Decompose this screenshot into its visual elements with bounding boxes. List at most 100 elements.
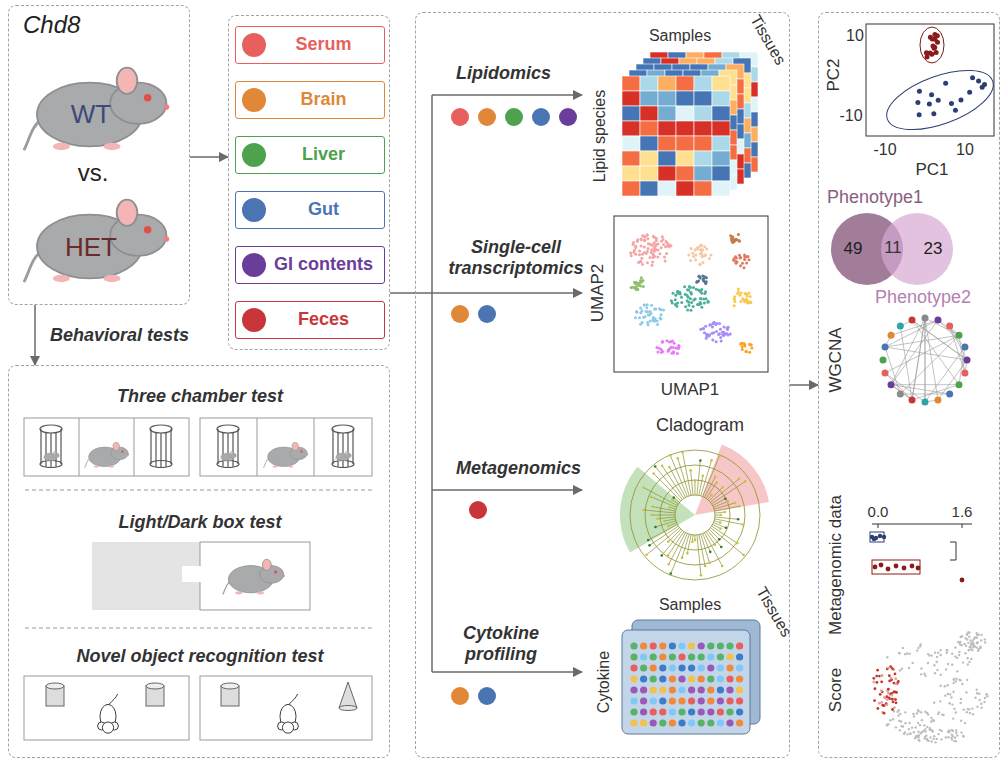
plate-well bbox=[736, 686, 743, 693]
plate-well bbox=[736, 697, 743, 704]
umap-dot bbox=[690, 247, 693, 250]
figure-label: UMAP2 bbox=[589, 264, 608, 323]
plate-well bbox=[678, 675, 685, 682]
three-chamber-figure bbox=[200, 418, 372, 476]
score-dot bbox=[976, 646, 978, 648]
tissue-label: GI contents bbox=[274, 247, 373, 282]
score-dot bbox=[878, 675, 881, 678]
umap-dot bbox=[646, 250, 649, 253]
score-dot bbox=[972, 646, 974, 648]
score-dot bbox=[955, 711, 957, 713]
heatmap-cell bbox=[712, 181, 730, 196]
cladogram-node bbox=[727, 500, 730, 503]
umap-dot bbox=[641, 253, 644, 256]
score-dot bbox=[904, 653, 906, 655]
heatmap-cell bbox=[640, 106, 658, 121]
plate-well bbox=[678, 697, 685, 704]
score-dot bbox=[960, 636, 962, 638]
score-dot bbox=[952, 717, 954, 719]
umap-dot bbox=[749, 343, 752, 346]
score-dot bbox=[975, 689, 977, 691]
plate-well bbox=[669, 686, 676, 693]
score-dot bbox=[899, 713, 901, 715]
panel-text: Novel object recognition test bbox=[9, 646, 391, 667]
umap-dot bbox=[684, 305, 687, 308]
cytokine-plate bbox=[622, 630, 750, 734]
score-dot bbox=[961, 644, 963, 646]
network-node bbox=[955, 381, 962, 388]
heatmap-cell bbox=[658, 91, 676, 106]
cladogram-branch bbox=[715, 506, 740, 511]
umap-dot bbox=[711, 325, 714, 328]
novel-object-figure bbox=[200, 676, 372, 740]
cladogram-node bbox=[642, 509, 645, 512]
heatmap-cell bbox=[658, 181, 676, 196]
figure-label: Samples bbox=[659, 596, 721, 614]
umap-dot bbox=[741, 348, 744, 351]
cladogram-node bbox=[714, 543, 717, 546]
plate-well bbox=[678, 653, 685, 660]
plate-well bbox=[707, 664, 714, 671]
score-dot bbox=[886, 723, 888, 725]
plate-well bbox=[650, 664, 657, 671]
tissue-dots bbox=[478, 687, 496, 705]
score-dot bbox=[892, 718, 894, 720]
metagenomic-point bbox=[879, 563, 884, 568]
method-trunk bbox=[432, 671, 582, 673]
cladogram-node bbox=[667, 525, 670, 528]
umap-dot bbox=[727, 326, 730, 329]
score-dot bbox=[951, 653, 953, 655]
umap-dot bbox=[661, 340, 664, 343]
plate-well bbox=[640, 664, 647, 671]
three-chamber-figure bbox=[24, 418, 189, 476]
score-dot bbox=[965, 691, 967, 693]
umap-dot bbox=[668, 243, 671, 246]
group-panel: Chd8WTvs.HET bbox=[8, 5, 190, 305]
score-dot bbox=[918, 739, 920, 741]
network-edge bbox=[925, 318, 926, 402]
umap-dot bbox=[662, 238, 665, 241]
plate-well bbox=[726, 653, 733, 660]
score-dot bbox=[937, 733, 939, 735]
score-dot bbox=[936, 738, 938, 740]
umap-dot bbox=[711, 339, 714, 342]
umap-dot bbox=[749, 301, 752, 304]
score-dot bbox=[974, 636, 976, 638]
umap-dot bbox=[655, 243, 658, 246]
score-dot bbox=[978, 693, 980, 695]
score-dot bbox=[920, 673, 922, 675]
umap-dot bbox=[707, 300, 710, 303]
novel-object-figure bbox=[46, 683, 64, 689]
figure-label: 10 bbox=[846, 27, 864, 45]
score-dot bbox=[924, 736, 926, 738]
score-dot bbox=[963, 708, 965, 710]
umap-dot bbox=[639, 323, 642, 326]
cladogram-node bbox=[708, 562, 711, 565]
heatmap-cell bbox=[694, 106, 712, 121]
pca-point bbox=[949, 101, 954, 106]
network-node bbox=[922, 399, 929, 406]
mouse-figures bbox=[24, 200, 169, 283]
venn-text: 23 bbox=[924, 239, 943, 259]
umap-dot bbox=[640, 276, 643, 279]
umap-dot bbox=[689, 259, 692, 262]
mouse-figures bbox=[24, 68, 169, 283]
umap-dot bbox=[694, 248, 697, 251]
umap-dot bbox=[659, 317, 662, 320]
score-dot bbox=[933, 735, 935, 737]
umap-dot bbox=[694, 258, 697, 261]
score-dot bbox=[965, 637, 967, 639]
score-dot bbox=[940, 654, 942, 656]
umap-dot bbox=[687, 254, 690, 257]
plate-well bbox=[717, 686, 724, 693]
umap-dot bbox=[653, 236, 656, 239]
cladogram-branch bbox=[669, 467, 685, 497]
heatmap-cell bbox=[622, 91, 640, 106]
score-dot bbox=[913, 715, 915, 717]
umap-dot bbox=[703, 275, 706, 278]
cladogram-node bbox=[721, 486, 724, 489]
umap-dot bbox=[703, 245, 706, 248]
score-dot bbox=[921, 719, 923, 721]
three-chamber-figure bbox=[134, 418, 135, 476]
pca-point bbox=[927, 101, 932, 106]
